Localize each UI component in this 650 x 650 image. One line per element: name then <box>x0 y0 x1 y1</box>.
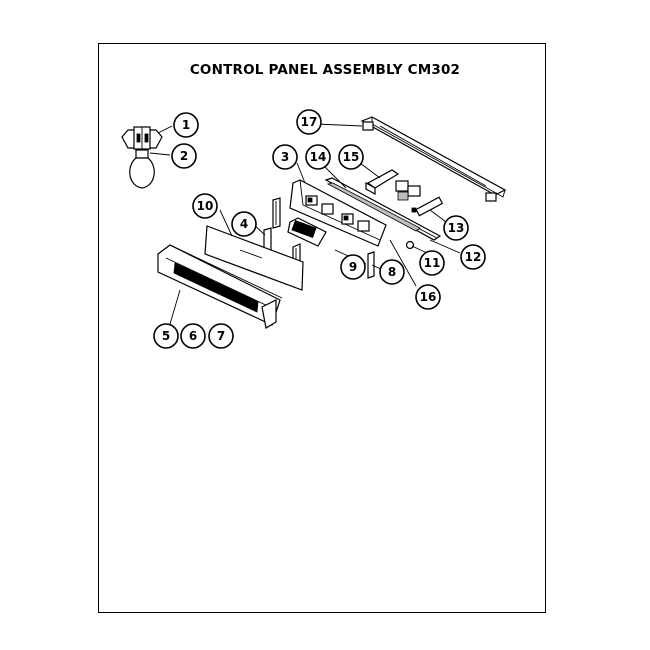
callout-6: 6 <box>180 323 206 349</box>
diagram-title: CONTROL PANEL ASSEMBLY CM302 <box>189 62 461 78</box>
front-fascia <box>157 244 283 329</box>
callout-1: 1 <box>173 112 199 138</box>
svg-text:14: 14 <box>310 150 327 164</box>
callout-14: 14 <box>305 144 331 170</box>
callout-9: 9 <box>340 254 366 280</box>
callout-8: 8 <box>379 259 405 285</box>
callout-10: 10 <box>192 193 218 219</box>
callout-15: 15 <box>338 144 364 170</box>
svg-text:12: 12 <box>465 250 482 264</box>
svg-text:7: 7 <box>217 329 225 343</box>
control-board <box>289 179 387 247</box>
callout-13: 13 <box>443 215 469 241</box>
svg-text:13: 13 <box>448 221 465 235</box>
svg-text:3: 3 <box>281 150 289 164</box>
strip-bracket <box>324 177 442 241</box>
callout-2: 2 <box>171 143 197 169</box>
svg-text:9: 9 <box>349 260 357 274</box>
svg-text:10: 10 <box>197 199 214 213</box>
svg-text:17: 17 <box>301 115 318 129</box>
callout-7: 7 <box>208 323 234 349</box>
callout-17: 17 <box>296 109 322 135</box>
callout-11: 11 <box>419 250 445 276</box>
side-clip <box>367 251 375 279</box>
clip-upper <box>272 197 281 229</box>
callout-16: 16 <box>415 284 441 310</box>
callout-3: 3 <box>272 144 298 170</box>
callout-4: 4 <box>231 211 257 237</box>
top-rail <box>360 116 507 202</box>
callout-12: 12 <box>460 244 486 270</box>
svg-text:1: 1 <box>182 118 190 132</box>
svg-text:4: 4 <box>240 217 248 231</box>
upper-bracket <box>365 169 400 196</box>
lamp-bulb <box>129 149 155 189</box>
svg-text:8: 8 <box>388 265 396 279</box>
lamp-socket <box>121 126 163 150</box>
svg-text:11: 11 <box>424 256 441 270</box>
svg-text:6: 6 <box>189 329 197 343</box>
svg-text:2: 2 <box>180 149 188 163</box>
svg-text:15: 15 <box>343 150 360 164</box>
relay-cluster <box>395 180 444 217</box>
svg-text:5: 5 <box>162 329 170 343</box>
small-screw <box>405 240 415 250</box>
callout-5: 5 <box>153 323 179 349</box>
svg-text:16: 16 <box>420 290 437 304</box>
glass-overlay <box>204 225 304 291</box>
